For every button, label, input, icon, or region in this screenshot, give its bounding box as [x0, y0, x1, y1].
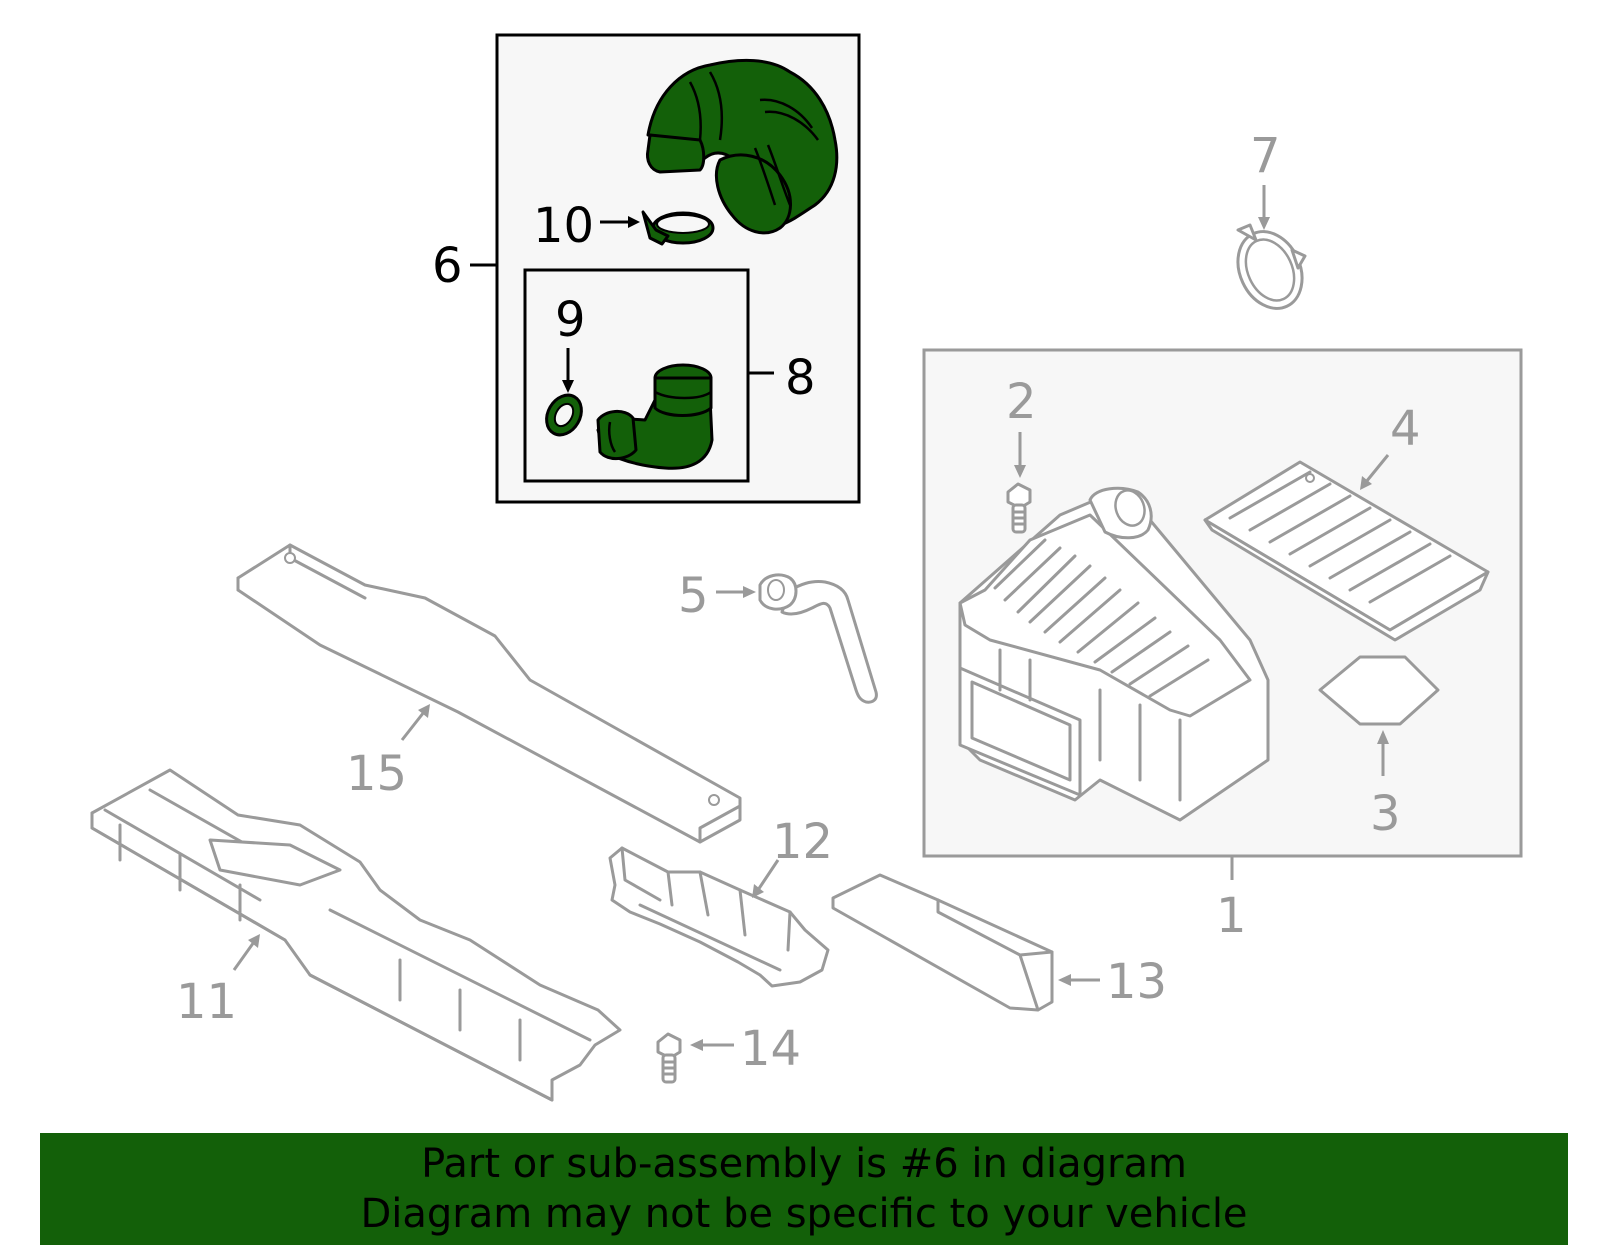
callout-3: 3 [1370, 786, 1401, 842]
seal-part-9[interactable] [540, 389, 589, 441]
bracket-part-12[interactable] [608, 846, 830, 988]
support-bracket-part-15[interactable] [236, 543, 742, 844]
callout-2: 2 [1006, 374, 1037, 430]
seal-part-3[interactable] [1318, 655, 1440, 726]
callout-5: 5 [678, 568, 709, 624]
callout-8: 8 [785, 350, 816, 406]
callout-4: 4 [1390, 401, 1421, 457]
intake-hose-part[interactable] [646, 58, 839, 235]
callout-9: 9 [555, 292, 586, 348]
banner-line-1: Part or sub-assembly is #6 in diagram [421, 1141, 1187, 1187]
elbow-part-8[interactable] [596, 363, 714, 470]
callout-15: 15 [346, 746, 407, 802]
bolt-part-14[interactable] [656, 1032, 682, 1084]
callout-1: 1 [1216, 888, 1247, 944]
callout-13: 13 [1106, 954, 1167, 1010]
air-cleaner-assembly-1[interactable]: 1 [922, 348, 1523, 944]
callout-11: 11 [176, 974, 237, 1030]
clamp-part-10[interactable] [641, 210, 715, 246]
air-duct-part-11[interactable] [90, 768, 622, 1102]
callout-10: 10 [533, 198, 594, 254]
subassembly-6[interactable]: 6 10 8 [432, 33, 861, 504]
callout-7: 7 [1250, 128, 1281, 184]
callout-6: 6 [432, 238, 463, 294]
banner-line-2: Diagram may not be specific to your vehi… [360, 1191, 1248, 1237]
air-cleaner-housing-part[interactable] [958, 486, 1270, 822]
clamp-part-7[interactable] [1226, 221, 1314, 319]
inlet-duct-part-13[interactable] [831, 873, 1054, 1012]
notice-banner: Part or sub-assembly is #6 in diagram Di… [40, 1133, 1568, 1245]
callout-14: 14 [740, 1021, 801, 1077]
filter-element-part-4[interactable] [1203, 460, 1490, 642]
bolt-part-2[interactable] [1006, 482, 1032, 534]
vent-hose-part-5[interactable] [758, 573, 878, 704]
callout-12: 12 [772, 814, 833, 870]
